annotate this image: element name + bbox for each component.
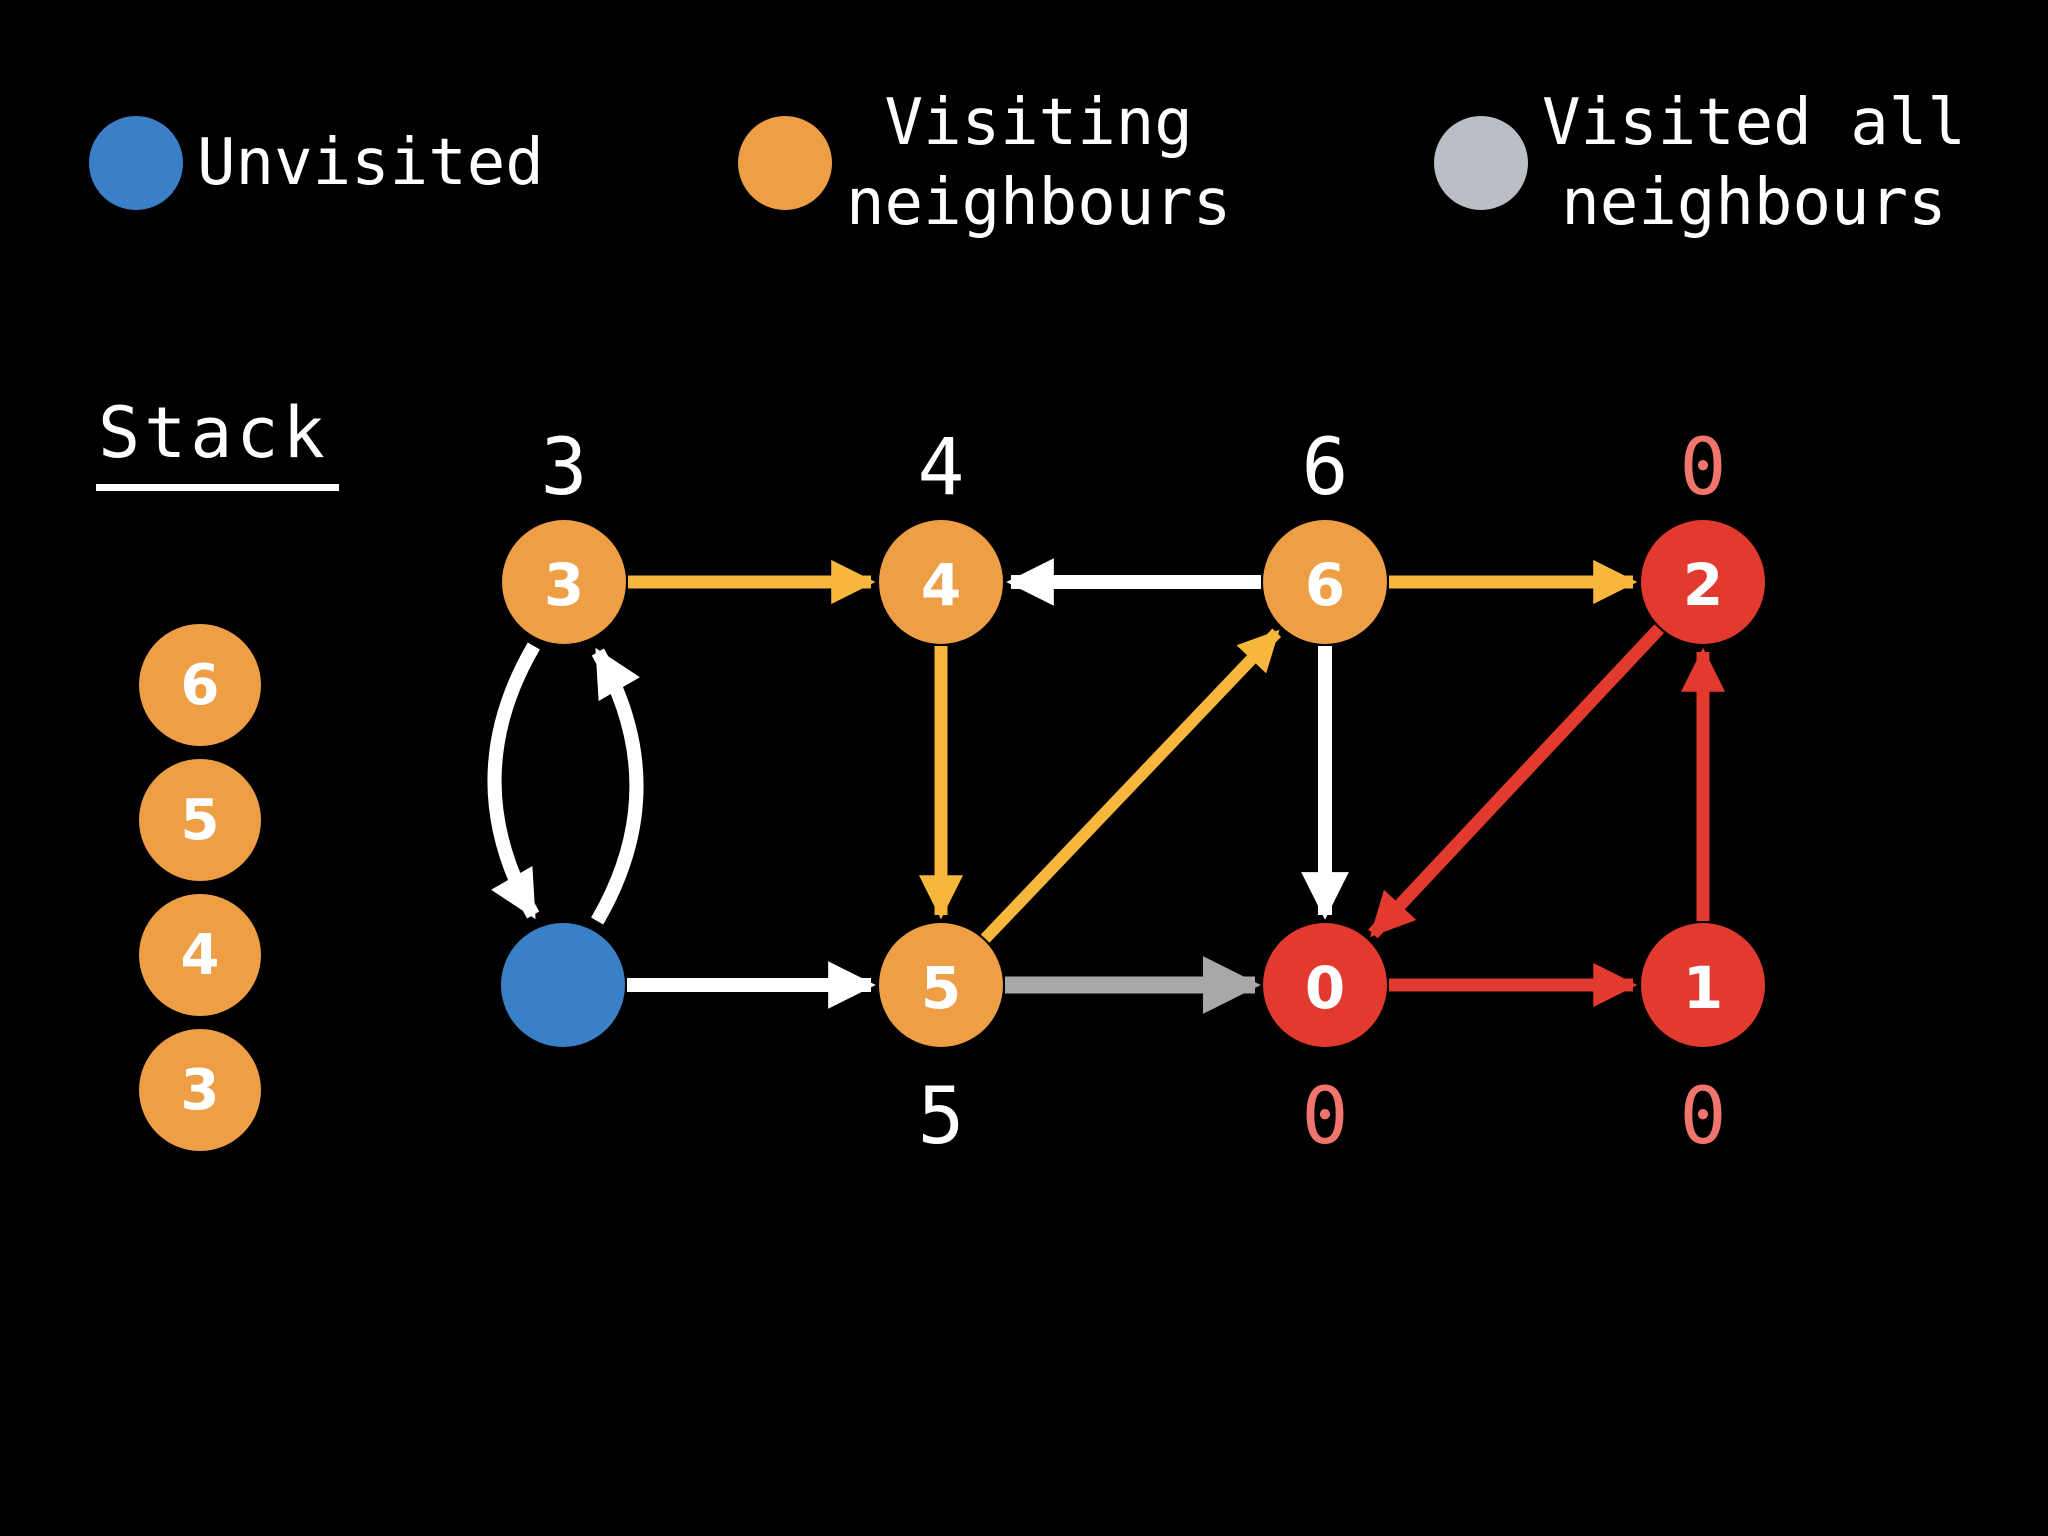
stack-item: 3 — [139, 1029, 261, 1151]
graph-node-1: 10 — [1641, 923, 1765, 1162]
graph-node-circle — [879, 520, 1003, 644]
graph-node-3: 33 — [502, 423, 626, 644]
legend-item-label: Visiting neighbours — [846, 86, 1232, 240]
graph-node-circle — [1641, 923, 1765, 1047]
stack-item: 4 — [139, 894, 261, 1016]
stack-item-value: 5 — [180, 787, 220, 853]
edge-3-to-unvisited — [487, 642, 540, 920]
node-ext-label-top: 4 — [918, 423, 965, 513]
node-label: 4 — [921, 551, 961, 619]
graph-node-5: 55 — [879, 923, 1003, 1162]
graph-node-0: 00 — [1263, 923, 1387, 1162]
stack-item-value: 3 — [180, 1057, 220, 1123]
legend-item-label: Unvisited — [197, 126, 544, 200]
node-ext-label-bottom: 0 — [1302, 1072, 1349, 1162]
node-ext-label-top: 6 — [1302, 423, 1349, 513]
graph-node-unvisited — [501, 923, 625, 1047]
node-label: 3 — [544, 551, 584, 619]
stack-item-value: 6 — [180, 652, 220, 718]
legend-color-dot-icon — [738, 116, 832, 210]
edge-2-to-0 — [1368, 624, 1664, 939]
graph-node-circle — [1263, 520, 1387, 644]
graph-node-circle — [1263, 923, 1387, 1047]
node-label: 5 — [921, 954, 961, 1022]
node-label: 2 — [1683, 551, 1723, 619]
legend-item: Visiting neighbours — [738, 83, 1231, 243]
node-label: 1 — [1683, 954, 1723, 1022]
node-ext-label-top: 3 — [541, 423, 588, 513]
graph-node-circle — [501, 923, 625, 1047]
stack-title: Stack — [96, 392, 339, 491]
graph-node-2: 20 — [1641, 423, 1765, 644]
legend-color-dot-icon — [89, 116, 183, 210]
edge-5-to-6 — [980, 628, 1282, 943]
graph-node-circle — [1641, 520, 1765, 644]
node-label: 0 — [1305, 954, 1345, 1022]
stack-item: 5 — [139, 759, 261, 881]
graph-node-6: 66 — [1263, 423, 1387, 644]
node-ext-label-bottom: 5 — [918, 1072, 965, 1162]
stack-item-value: 4 — [180, 922, 220, 988]
stack-item: 6 — [139, 624, 261, 746]
node-ext-label-top: 0 — [1680, 423, 1727, 513]
legend-item-label: Visited all neighbours — [1542, 86, 1966, 240]
graph-node-4: 44 — [879, 423, 1003, 644]
legend-item: Visited all neighbours — [1434, 83, 1966, 243]
edge-unvisited-to-3 — [591, 647, 644, 925]
node-ext-label-bottom: 0 — [1680, 1072, 1727, 1162]
node-label: 6 — [1305, 551, 1345, 619]
graph-node-circle — [879, 923, 1003, 1047]
graph-node-circle — [502, 520, 626, 644]
legend-color-dot-icon — [1434, 116, 1528, 210]
legend-item: Unvisited — [89, 116, 544, 210]
